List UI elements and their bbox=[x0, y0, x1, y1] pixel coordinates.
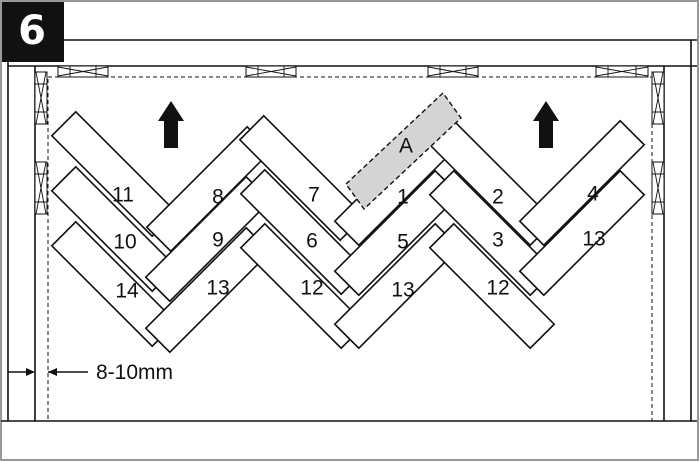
spacer-wedge-icon bbox=[245, 65, 297, 78]
plank bbox=[428, 169, 556, 297]
gap-dimension bbox=[8, 368, 88, 376]
plank-number-label: 8 bbox=[212, 186, 224, 209]
gap-label: 8-10mm bbox=[96, 361, 173, 384]
plank-number-label: 10 bbox=[113, 231, 136, 254]
plank-number-label: 9 bbox=[212, 229, 224, 252]
plank-a-label: A bbox=[399, 135, 413, 158]
plank-number-label: 11 bbox=[112, 184, 134, 207]
plank bbox=[238, 114, 366, 242]
plank-number-label: 13 bbox=[206, 277, 229, 300]
plank-number-label: 13 bbox=[391, 279, 414, 302]
arrow-up-icon bbox=[158, 101, 184, 148]
spacer-wedge-icon bbox=[34, 161, 48, 215]
expansion-gap-boundary bbox=[47, 76, 653, 422]
plank bbox=[239, 222, 367, 350]
plank-number-label: 3 bbox=[492, 229, 504, 252]
spacer-wedge-icon bbox=[595, 65, 649, 78]
plank-number-label: 12 bbox=[486, 277, 509, 300]
plank-number-label: 13 bbox=[582, 228, 605, 251]
plank bbox=[50, 220, 178, 348]
plank bbox=[50, 165, 178, 293]
plank-number-label: 2 bbox=[492, 186, 504, 209]
spacer-wedge-icon bbox=[34, 71, 48, 125]
spacer-wedge-icon bbox=[651, 161, 665, 215]
plank-number-label: 5 bbox=[397, 231, 409, 254]
plank bbox=[428, 222, 556, 350]
plank bbox=[50, 110, 178, 238]
spacer-wedge-icon bbox=[427, 65, 479, 78]
plank bbox=[518, 119, 646, 247]
plank-number-label: 6 bbox=[306, 230, 318, 253]
plank-number-label: 4 bbox=[587, 183, 599, 206]
plank bbox=[518, 169, 646, 297]
arrow-up-icon bbox=[533, 101, 559, 148]
plank-number-label: 12 bbox=[300, 277, 323, 300]
spacer-wedge-icon bbox=[651, 71, 665, 125]
spacer-wedge-icon bbox=[57, 65, 109, 78]
plank-number-label: 1 bbox=[397, 186, 409, 209]
plank-a bbox=[345, 91, 462, 211]
plank-number-label: 7 bbox=[308, 184, 320, 207]
plank bbox=[239, 168, 367, 296]
step-number-badge: 6 bbox=[0, 0, 64, 62]
plank-number-label: 14 bbox=[115, 280, 139, 303]
